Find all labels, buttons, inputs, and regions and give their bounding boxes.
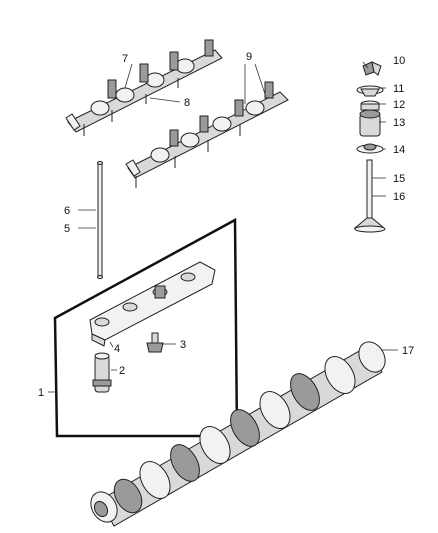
- callout-4: 4: [114, 343, 120, 355]
- valve-stem-seal: [360, 100, 380, 111]
- callout-17: 17: [402, 345, 414, 357]
- callout-3: 3: [180, 339, 186, 351]
- callout-15: 15: [393, 173, 405, 185]
- lifter-kit-outline: [53, 217, 239, 438]
- valve-spring-retainer: [356, 85, 384, 97]
- rocker-arm-assembly-upper: [65, 39, 223, 136]
- valve-keepers: [362, 61, 382, 76]
- valve: [353, 159, 386, 233]
- callout-13: 13: [393, 117, 405, 129]
- camshaft: [90, 341, 386, 527]
- callout-14: 14: [393, 144, 405, 156]
- valve-spring-seat: [356, 143, 384, 154]
- callout-labels: 1 2 3 4 5 6 7 8 9 10 11 12 13 14 15 16 1…: [38, 51, 414, 399]
- callout-6: 6: [64, 205, 70, 217]
- leader-lines: [48, 61, 398, 393]
- pushrod: [97, 161, 103, 279]
- lifter-guide: [89, 261, 216, 347]
- callout-5: 5: [64, 223, 70, 235]
- callout-12: 12: [393, 99, 405, 111]
- callout-9: 9: [246, 51, 252, 63]
- callout-2: 2: [119, 365, 125, 377]
- bolt: [146, 332, 164, 353]
- callout-16: 16: [393, 191, 405, 203]
- callout-7: 7: [122, 53, 128, 65]
- valve-spring: [359, 109, 381, 137]
- callout-1: 1: [38, 387, 44, 399]
- callout-11: 11: [393, 83, 404, 95]
- rocker-arm-assembly-lower: [125, 81, 289, 188]
- callout-10: 10: [393, 55, 405, 67]
- hydraulic-lifter: [92, 352, 112, 393]
- callout-8: 8: [184, 97, 190, 109]
